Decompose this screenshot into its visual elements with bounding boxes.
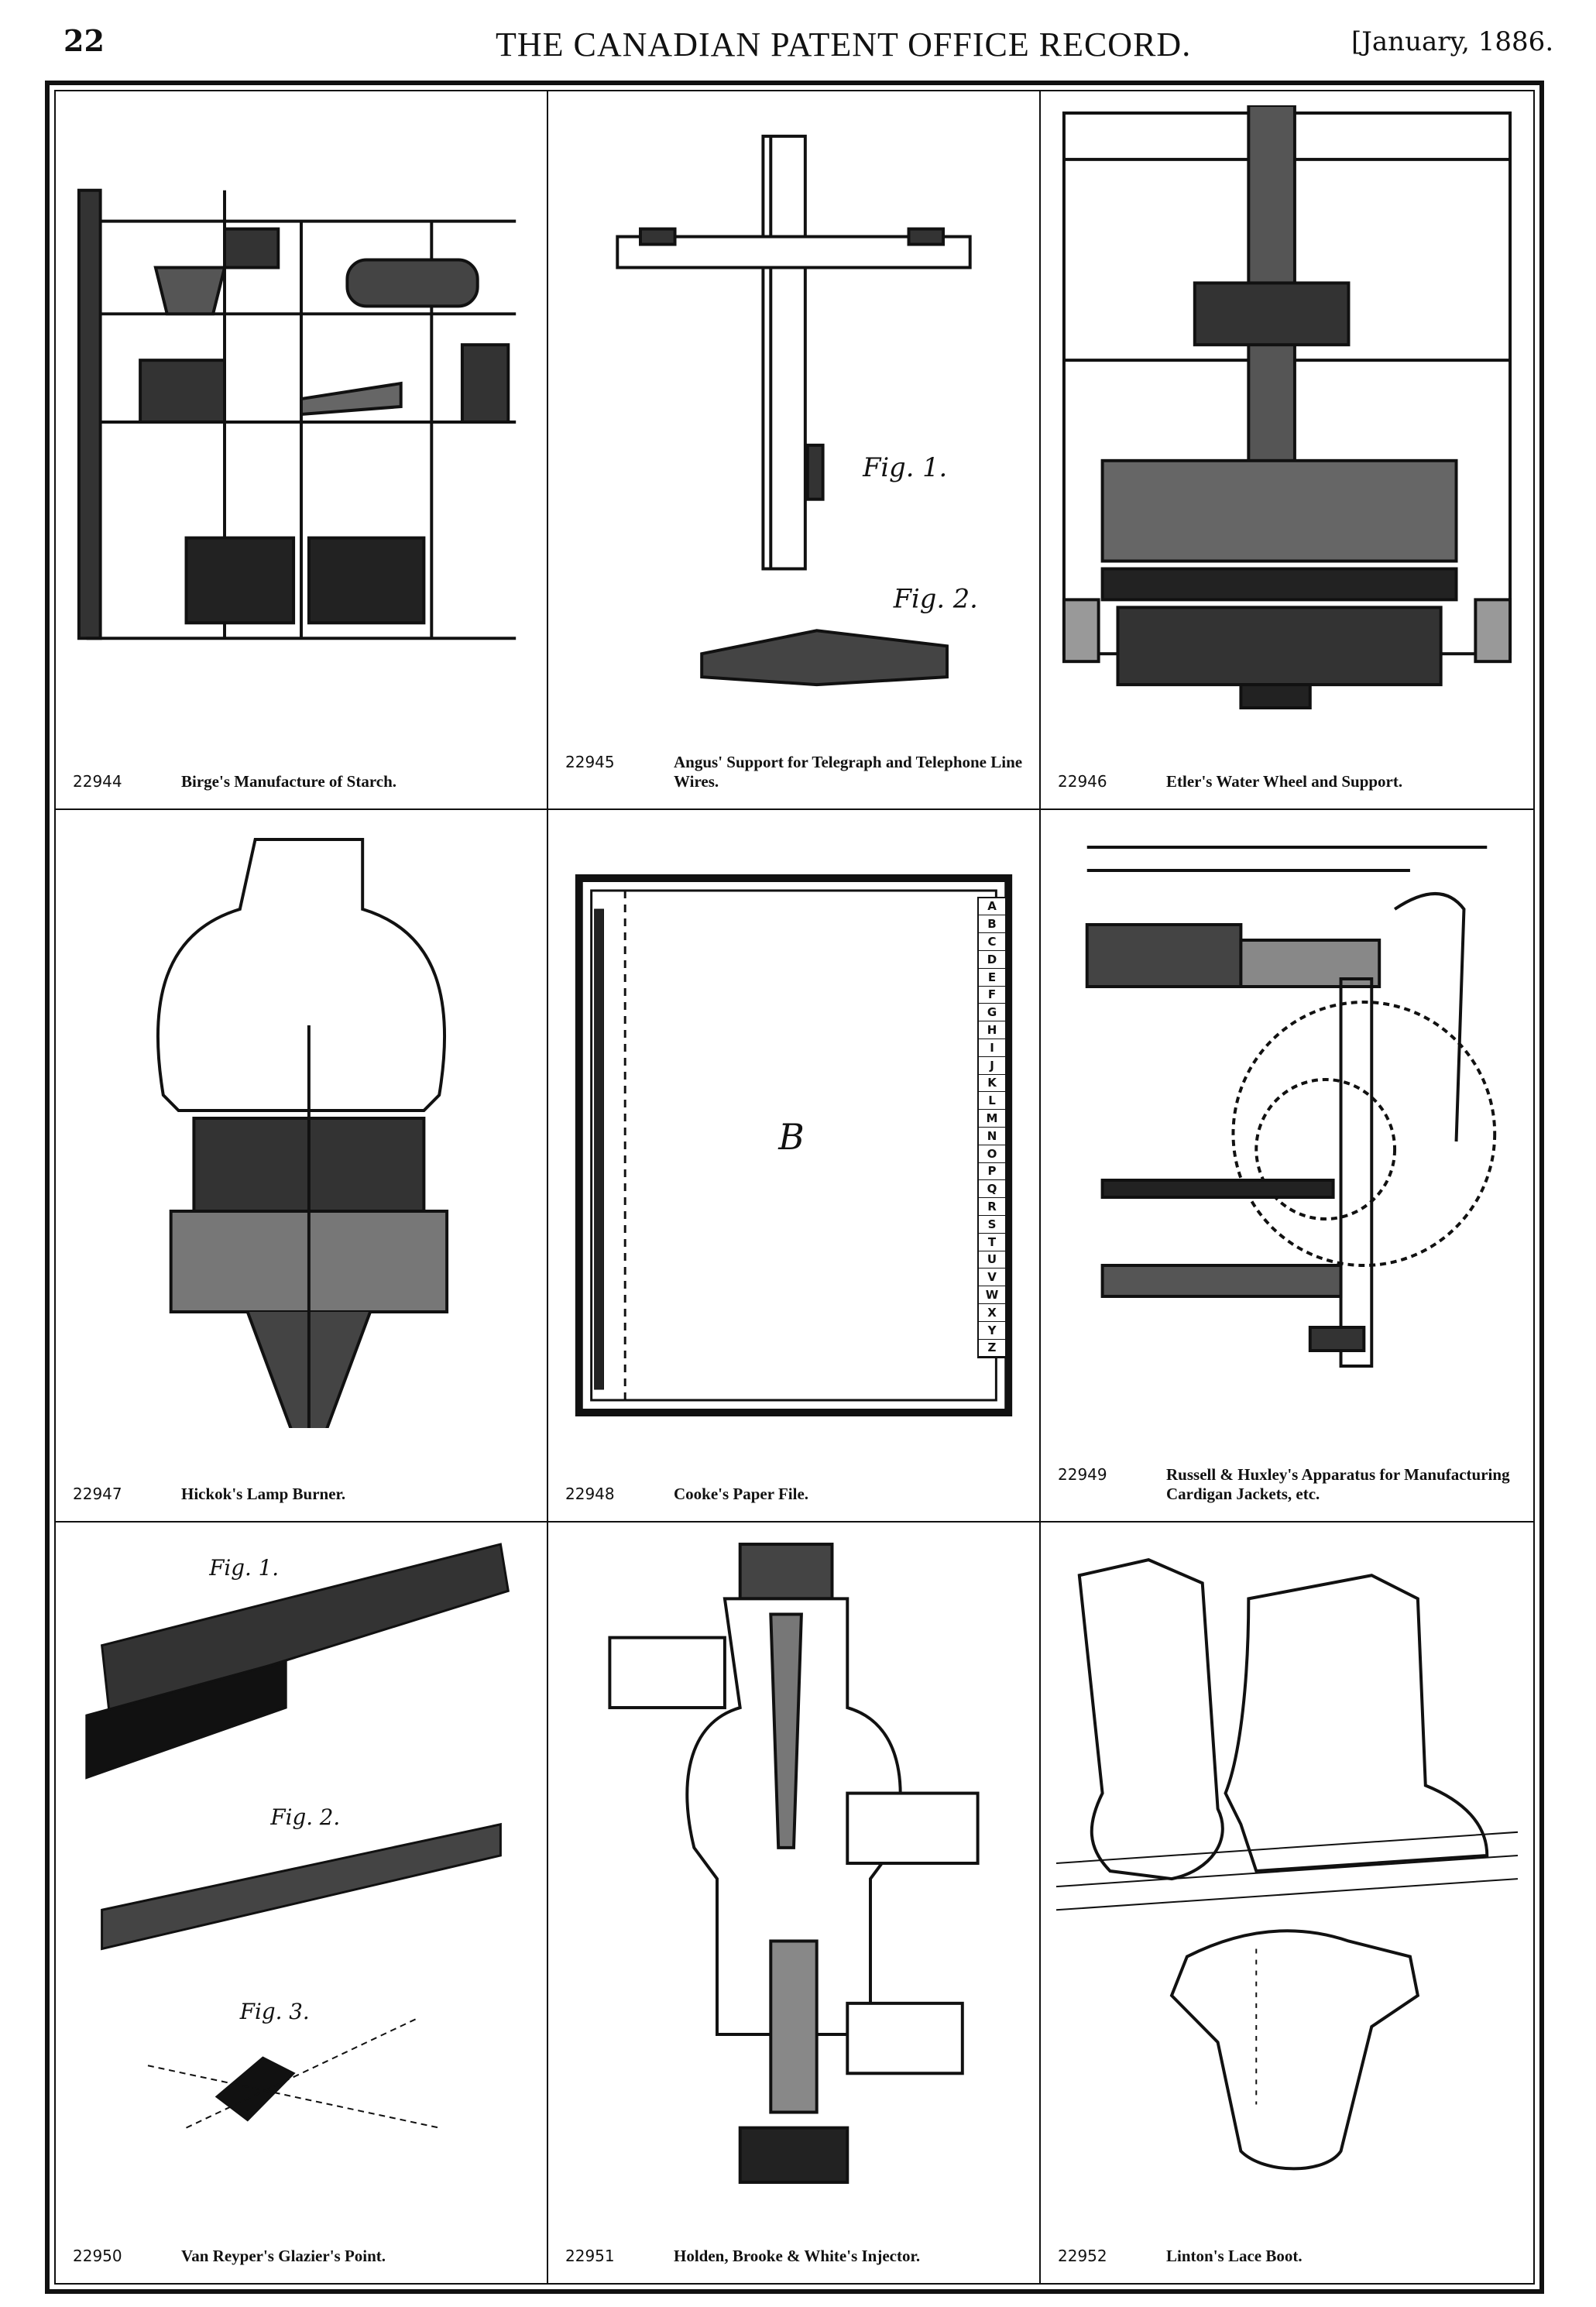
alphabet-tab: T — [979, 1234, 1005, 1251]
patent-cell-22945: Fig. 1. Fig. 2. 22945 Angus' Support for… — [548, 91, 1041, 810]
patent-number: 22945 — [565, 752, 615, 771]
lamp-burner-drawing — [71, 824, 531, 1428]
patent-number: 22949 — [1058, 1464, 1107, 1484]
patent-cell-22944: 22944 Birge's Manufacture of Starch. — [56, 91, 548, 810]
page-frame-inner — [54, 90, 1535, 2285]
patent-caption: 22952 Linton's Lace Boot. — [1058, 2247, 1519, 2266]
paper-file-letter: B — [777, 1117, 804, 1158]
patent-cell-22951: 22951 Holden, Brooke & White's Injector. — [548, 1523, 1041, 2283]
patent-title: Etler's Water Wheel and Support. — [1166, 771, 1403, 791]
alphabet-tab: L — [979, 1092, 1005, 1111]
patent-grid: 22944 Birge's Manufacture of Starch. Fig… — [56, 91, 1533, 2283]
patent-cell-22950: Fig. 1. Fig. 2. Fig. 3. 22950 Van Reyper… — [56, 1523, 548, 2283]
alphabet-tab: C — [979, 933, 1005, 951]
patent-caption: 22944 Birge's Manufacture of Starch. — [73, 772, 533, 791]
lace-boot-drawing — [1056, 1536, 1518, 2190]
alphabet-tab: Q — [979, 1180, 1005, 1199]
page-header: 22 THE CANADIAN PATENT OFFICE RECORD. [J… — [0, 0, 1596, 77]
patent-caption: 22950 Van Reyper's Glazier's Point. — [73, 2247, 533, 2266]
alphabet-tab: U — [979, 1251, 1005, 1269]
glaziers-point-drawing: Fig. 1. Fig. 2. Fig. 3. — [71, 1536, 531, 2190]
alphabet-tab: V — [979, 1269, 1005, 1287]
fig1-label: Fig. 1. — [208, 1555, 279, 1581]
journal-title: THE CANADIAN PATENT OFFICE RECORD. — [496, 26, 1192, 64]
patent-cell-22949: 22949 Russell & Huxley's Apparatus for M… — [1041, 810, 1533, 1523]
patent-number: 22950 — [73, 2246, 122, 2265]
patent-number: 22947 — [73, 1484, 122, 1503]
patent-title: Linton's Lace Boot. — [1166, 2246, 1303, 2265]
page-number: 22 — [63, 23, 105, 58]
patent-caption: 22949 Russell & Huxley's Apparatus for M… — [1058, 1465, 1519, 1504]
patent-title: Russell & Huxley's Apparatus for Manufac… — [1166, 1464, 1510, 1503]
alphabet-tab: M — [979, 1110, 1005, 1128]
patent-title: Holden, Brooke & White's Injector. — [674, 2246, 921, 2265]
alphabet-tab: P — [979, 1163, 1005, 1181]
patent-title: Cooke's Paper File. — [674, 1484, 809, 1503]
alphabet-tab: J — [979, 1057, 1005, 1075]
patent-cell-22947: 22947 Hickok's Lamp Burner. — [56, 810, 548, 1523]
fig3-label: Fig. 3. — [239, 1999, 310, 2024]
patent-title: Hickok's Lamp Burner. — [181, 1484, 346, 1503]
alphabet-tab: K — [979, 1075, 1005, 1093]
injector-drawing — [564, 1536, 1024, 2190]
patent-title: Van Reyper's Glazier's Point. — [181, 2246, 386, 2265]
patent-number: 22948 — [565, 1484, 615, 1503]
alphabet-tab: E — [979, 969, 1005, 987]
patent-number: 22944 — [73, 771, 122, 791]
patent-number: 22952 — [1058, 2246, 1107, 2265]
alphabet-tab: G — [979, 1004, 1005, 1022]
patent-number: 22951 — [565, 2246, 615, 2265]
alphabet-tab: F — [979, 987, 1005, 1004]
patent-caption: 22945 Angus' Support for Telegraph and T… — [565, 753, 1025, 791]
patent-number: 22946 — [1058, 771, 1107, 791]
alphabet-tab: H — [979, 1021, 1005, 1039]
alphabet-tab: O — [979, 1145, 1005, 1163]
patent-cell-22946: 22946 Etler's Water Wheel and Support. — [1041, 91, 1533, 810]
cardigan-apparatus-drawing — [1056, 824, 1518, 1428]
alphabet-tab: Y — [979, 1322, 1005, 1340]
patent-caption: 22946 Etler's Water Wheel and Support. — [1058, 772, 1519, 791]
issue-date: [January, 1886. — [1351, 26, 1554, 57]
alphabet-tab: D — [979, 951, 1005, 969]
alphabet-tab: Z — [979, 1340, 1005, 1358]
starch-apparatus-drawing — [71, 105, 531, 716]
patent-title: Angus' Support for Telegraph and Telepho… — [674, 752, 1023, 791]
patent-caption: 22947 Hickok's Lamp Burner. — [73, 1485, 533, 1504]
alphabet-tab: B — [979, 915, 1005, 934]
alphabet-tab: R — [979, 1198, 1005, 1216]
fig2-label: Fig. 2. — [269, 1804, 340, 1830]
water-wheel-drawing — [1056, 105, 1518, 716]
patent-caption: 22948 Cooke's Paper File. — [565, 1485, 1025, 1504]
patent-title: Birge's Manufacture of Starch. — [181, 771, 397, 791]
patent-caption: 22951 Holden, Brooke & White's Injector. — [565, 2247, 1025, 2266]
fig1-label: Fig. 1. — [862, 452, 947, 482]
page-frame — [45, 81, 1544, 2294]
alphabet-tab: X — [979, 1304, 1005, 1322]
alphabet-tab: W — [979, 1286, 1005, 1304]
patent-cell-22952: 22952 Linton's Lace Boot. — [1041, 1523, 1533, 2283]
alphabet-tab: S — [979, 1216, 1005, 1234]
telegraph-support-drawing: Fig. 1. Fig. 2. — [564, 105, 1024, 716]
alphabet-tab: A — [979, 898, 1005, 916]
fig2-label: Fig. 2. — [893, 583, 978, 613]
alphabet-tab: I — [979, 1039, 1005, 1057]
alphabet-tab: N — [979, 1128, 1005, 1145]
